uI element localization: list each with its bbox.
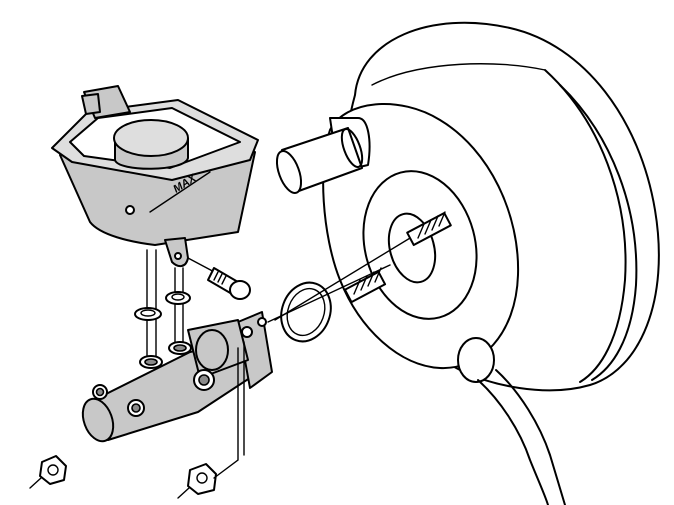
reservoir-grommet-left: [134, 307, 162, 321]
master-cylinder: [81, 311, 273, 443]
mounting-nut-left: [29, 455, 67, 489]
booster-stud-upper: [274, 211, 452, 321]
fluid-reservoir: MAX: [51, 85, 259, 361]
booster-stud-lower: [343, 267, 387, 304]
o-ring-seal: [280, 281, 332, 343]
reservoir-bolt: [187, 257, 251, 300]
vacuum-connector: [275, 117, 371, 194]
booster-hose: [457, 337, 566, 505]
mounting-nut-right: [177, 341, 245, 499]
reservoir-grommet-right: [165, 291, 191, 305]
brake-booster: [267, 21, 660, 505]
